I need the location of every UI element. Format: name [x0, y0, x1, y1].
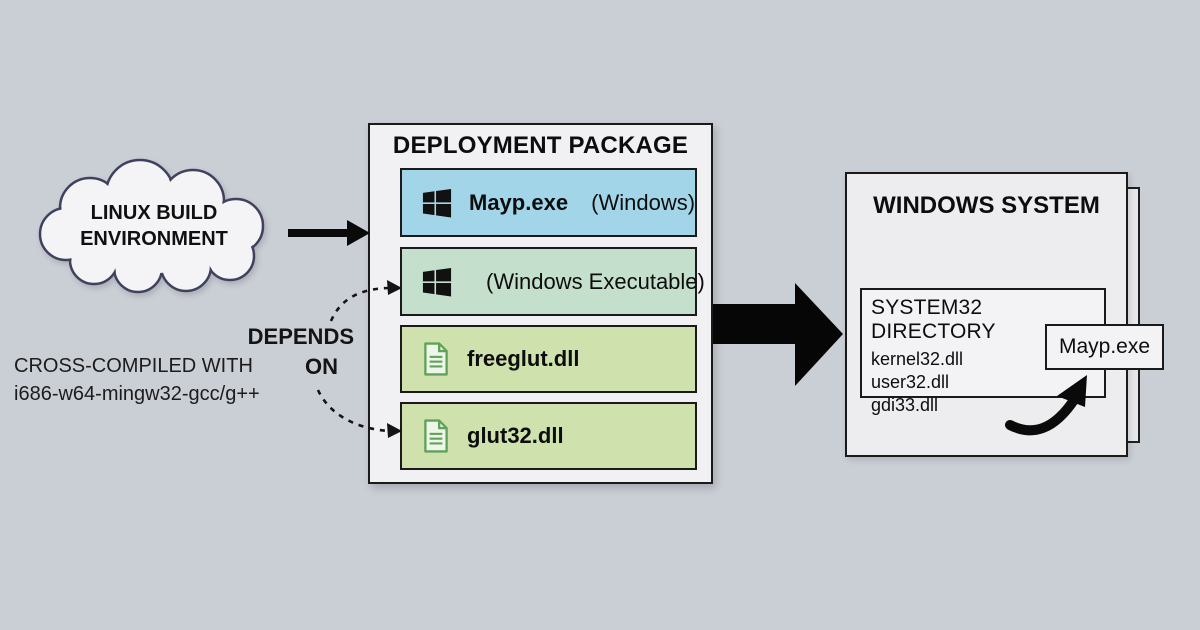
deployed-mayp-exe-box: Mayp.exe: [1045, 324, 1164, 370]
package-item-mayp-exe: Mayp.exe (Windows): [400, 168, 697, 237]
item-name: freeglut.dll: [467, 346, 580, 371]
cross-compiled-line1: CROSS-COMPILED WITH: [14, 355, 253, 377]
package-item-glut32-dll: glut32.dll: [400, 402, 697, 470]
build-arrow: [288, 220, 370, 246]
cloud-label-line2: ENVIRONMENT: [80, 228, 228, 250]
linux-build-environment-cloud: LINUX BUILD ENVIRONMENT: [28, 156, 280, 294]
windows-logo-icon: [422, 267, 452, 296]
item-name: glut32.dll: [467, 423, 564, 448]
dll-file-icon: [424, 419, 448, 453]
cross-compiled-line2: i686-w64-mingw32-gcc/g++: [14, 383, 260, 405]
item-name: Mayp.exe: [469, 189, 569, 215]
item-suffix: (Windows): [585, 189, 696, 215]
cloud-label-line1: LINUX BUILD: [90, 202, 218, 224]
windows-logo-icon: [422, 188, 452, 217]
depends-line2: ON: [305, 354, 338, 379]
depends-on-label: DEPENDS ON: [232, 322, 354, 382]
deployed-file-label: Mayp.exe: [1058, 335, 1151, 358]
system32-file: gdi33.dll: [871, 395, 939, 415]
item-suffix: (Windows Executable): [486, 268, 705, 294]
system32-file-list: kernel32.dll user32.dll gdi33.dll: [871, 348, 1104, 417]
windows-system-title: WINDOWS SYSTEM: [873, 192, 1100, 219]
cloud-shape-icon: [38, 158, 265, 294]
depends-line1: DEPENDS: [247, 324, 354, 349]
package-item-windows-executable: (Windows Executable): [400, 247, 705, 316]
package-item-freeglut-dll: freeglut.dll: [400, 325, 697, 393]
deploy-arrow: [713, 283, 843, 386]
cross-compiled-note: CROSS-COMPILED WITH i686-w64-mingw32-gcc…: [14, 352, 314, 408]
dll-file-icon: [424, 342, 448, 376]
cloud-label: LINUX BUILD ENVIRONMENT: [28, 200, 280, 252]
system32-file: kernel32.dll: [871, 349, 964, 369]
system32-file: user32.dll: [871, 372, 950, 392]
deployment-package-title: DEPLOYMENT PACKAGE: [392, 132, 689, 159]
system32-directory-title: SYSTEM32 DIRECTORY: [871, 296, 996, 343]
